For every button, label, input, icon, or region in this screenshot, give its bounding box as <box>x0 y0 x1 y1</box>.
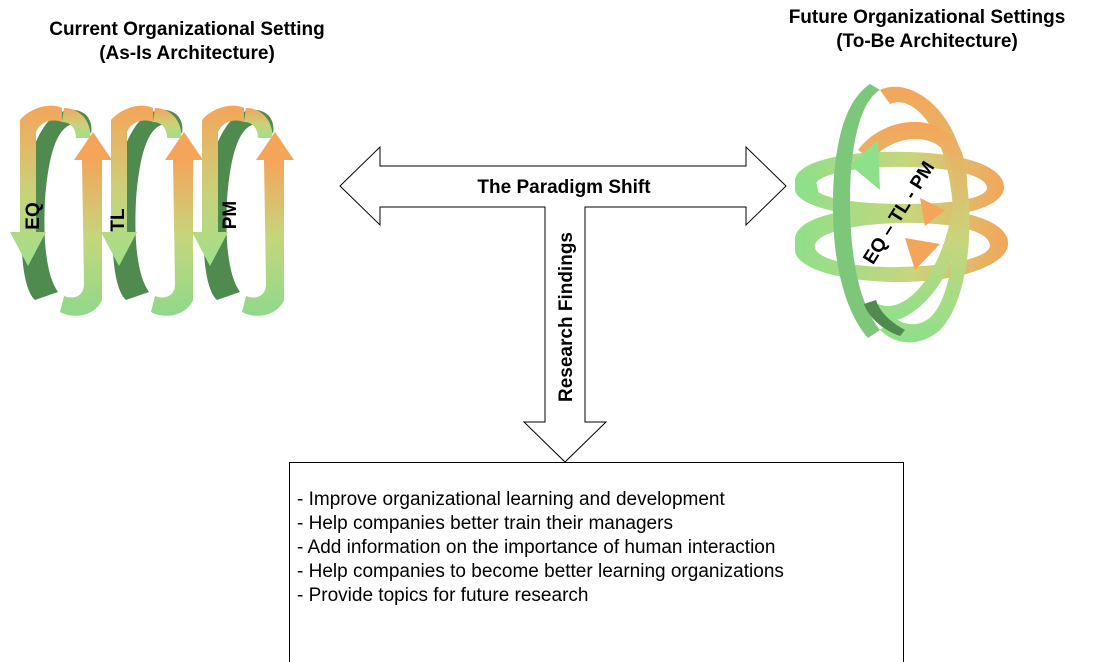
finding-item: - Provide topics for future research <box>297 585 589 606</box>
paradigm-shift-arrow <box>339 145 787 463</box>
to-be-heading-line2: (To-Be Architecture) <box>836 31 1018 52</box>
findings-box: - Improve organizational learning and de… <box>289 462 904 662</box>
eq-loop-icon <box>10 105 112 316</box>
pm-loop-label: PM <box>220 201 241 230</box>
tl-loop-icon <box>101 105 203 316</box>
eq-loop-label: EQ <box>23 202 44 229</box>
pm-loop-icon <box>192 105 294 316</box>
to-be-heading-line1: Future Organizational Settings <box>788 7 1066 28</box>
finding-item: - Help companies to become better learni… <box>297 561 784 582</box>
paradigm-shift-label: The Paradigm Shift <box>477 177 651 198</box>
as-is-loops: EQ TL PM <box>10 105 294 316</box>
findings-list: - Improve organizational learning and de… <box>297 488 784 608</box>
research-findings-label: Research Findings <box>556 232 577 402</box>
finding-item: - Add information on the importance of h… <box>297 537 776 558</box>
to-be-heading: Future Organizational Settings (To-Be Ar… <box>746 6 1108 54</box>
finding-item: - Improve organizational learning and de… <box>297 489 725 510</box>
as-is-heading: Current Organizational Setting (As-Is Ar… <box>0 18 374 66</box>
as-is-heading-line1: Current Organizational Setting <box>49 19 325 40</box>
to-be-rings-icon <box>794 84 1009 343</box>
tl-loop-label: TL <box>108 208 129 232</box>
finding-item: - Help companies better train their mana… <box>297 513 673 534</box>
as-is-heading-line2: (As-Is Architecture) <box>99 43 275 64</box>
